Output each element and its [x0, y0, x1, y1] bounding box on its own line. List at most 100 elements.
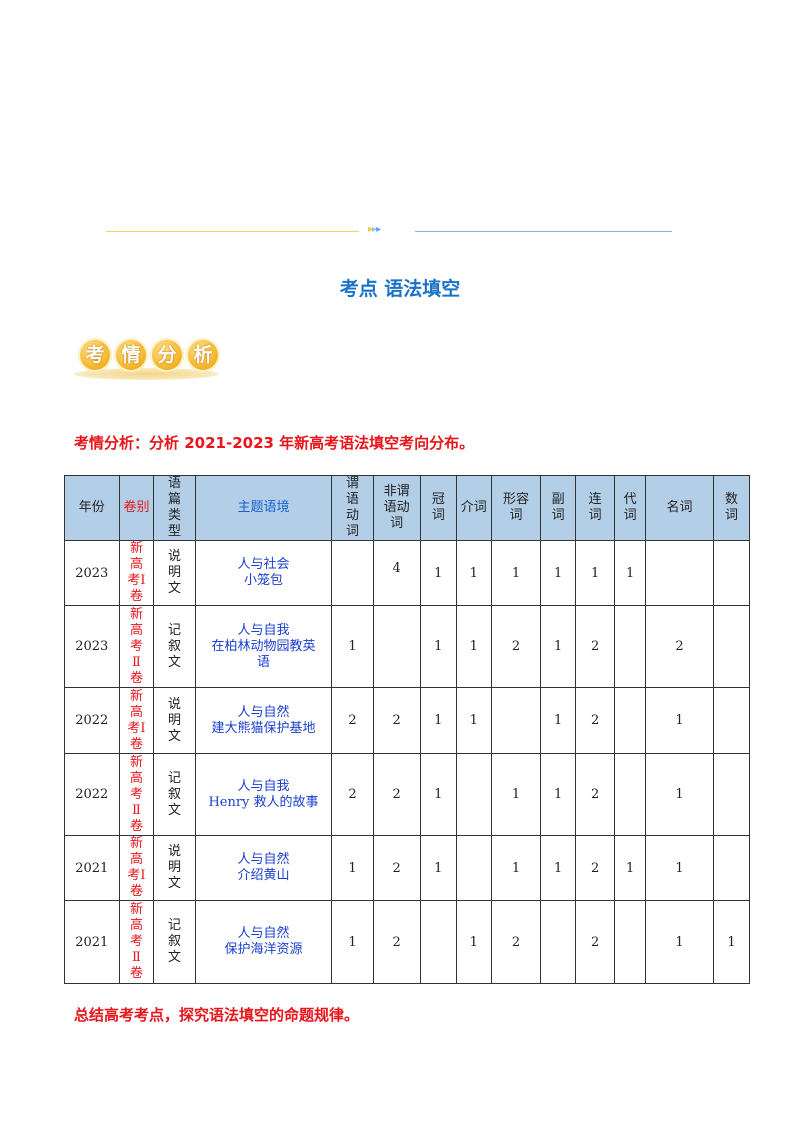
cell-year: 2021: [64, 900, 120, 984]
table-row: 2023 新 高 考 Ⅱ 卷 记 叙 文 人与自我 在柏林动物园教英 语 1 1…: [64, 605, 751, 688]
cell-predicate: 1: [331, 900, 374, 984]
cell-pronoun: [614, 753, 647, 836]
cell-pronoun: 1: [614, 540, 647, 606]
cell-numeral: [712, 753, 751, 836]
cell-article: 1: [419, 540, 457, 606]
header-conjunction: 连 词: [575, 475, 616, 541]
badge-char: 析: [186, 338, 220, 372]
cell-preposition: 1: [455, 540, 492, 606]
badge-char: 分: [150, 338, 184, 372]
cell-nonfinite: 2: [372, 687, 421, 754]
cell-conjunction: 2: [575, 900, 616, 984]
header-topic: 主题语境: [194, 475, 333, 541]
cell-preposition: [455, 753, 492, 836]
cell-pronoun: 1: [614, 835, 647, 901]
cell-adverb: 1: [540, 835, 577, 901]
cell-predicate: [331, 540, 374, 606]
cell-adverb: 1: [540, 540, 577, 606]
cell-adverb: [540, 900, 577, 984]
cell-numeral: [712, 687, 751, 754]
cell-conjunction: 2: [575, 753, 616, 836]
cell-predicate: 1: [331, 605, 374, 688]
title-divider: ▸▸▸: [106, 224, 672, 235]
divider-arrows-icon: ▸▸▸: [368, 224, 381, 235]
header-adverb: 副 词: [540, 475, 577, 541]
cell-adjective: [490, 687, 542, 754]
analysis-badge: 考 情 分 析: [74, 334, 224, 384]
cell-adjective: 2: [490, 605, 542, 688]
header-predicate: 谓 语 动 词: [331, 475, 374, 541]
cell-numeral: [712, 835, 751, 901]
table-row: 2021 新 高 考Ⅰ 卷 说 明 文 人与自然 介绍黄山 1 2 1 1 1 …: [64, 835, 751, 901]
cell-preposition: 1: [455, 900, 492, 984]
arrow-icon: ▸: [376, 224, 381, 235]
divider-line-right: [415, 231, 672, 232]
header-pronoun: 代 词: [614, 475, 647, 541]
cell-genre: 说 明 文: [153, 835, 196, 901]
header-year: 年份: [64, 475, 120, 541]
cell-adverb: 1: [540, 753, 577, 836]
cell-volume: 新 高 考Ⅰ 卷: [118, 687, 155, 754]
cell-conjunction: 2: [575, 835, 616, 901]
cell-conjunction: 2: [575, 687, 616, 754]
cell-volume: 新 高 考 Ⅱ 卷: [118, 605, 155, 688]
cell-year: 2023: [64, 605, 120, 688]
page-title: 考点 语法填空: [339, 278, 461, 300]
cell-article: 1: [419, 687, 457, 754]
cell-nonfinite: 2: [372, 753, 421, 836]
badge-char: 考: [78, 338, 112, 372]
cell-year: 2021: [64, 835, 120, 901]
cell-article: 1: [419, 753, 457, 836]
header-numeral: 数 词: [712, 475, 751, 541]
cell-adjective: 2: [490, 900, 542, 984]
cell-conjunction: 2: [575, 605, 616, 688]
cell-topic: 人与自然 保护海洋资源: [194, 900, 333, 984]
cell-nonfinite: 2: [372, 835, 421, 901]
cell-year: 2022: [64, 753, 120, 836]
badge-swoosh: [74, 368, 219, 380]
cell-adjective: 1: [490, 540, 542, 606]
cell-nonfinite: [372, 605, 421, 688]
arrow-icon: ▸: [368, 224, 373, 235]
cell-genre: 记 叙 文: [153, 605, 196, 688]
cell-nonfinite: 4: [372, 540, 421, 606]
table-row: 2022 新 高 考 Ⅱ 卷 记 叙 文 人与自我 Henry 救人的故事 2 …: [64, 753, 751, 836]
cell-numeral: [712, 605, 751, 688]
cell-genre: 说 明 文: [153, 687, 196, 754]
cell-noun: 2: [645, 605, 714, 688]
header-adjective: 形容 词: [490, 475, 542, 541]
cell-genre: 记 叙 文: [153, 753, 196, 836]
cell-nonfinite: 2: [372, 900, 421, 984]
cell-topic: 人与自然 介绍黄山: [194, 835, 333, 901]
cell-numeral: 1: [712, 900, 751, 984]
badge-char: 情: [114, 338, 148, 372]
cell-genre: 说 明 文: [153, 540, 196, 606]
header-volume: 卷别: [118, 475, 155, 541]
cell-article: 1: [419, 605, 457, 688]
header-noun: 名词: [645, 475, 714, 541]
cell-pronoun: [614, 687, 647, 754]
cell-topic: 人与自我 在柏林动物园教英 语: [194, 605, 333, 688]
table-row: 2023 新 高 考Ⅰ 卷 说 明 文 人与社会 小笼包 4 1 1 1 1 1…: [64, 540, 751, 606]
cell-article: [419, 900, 457, 984]
header-preposition: 介词: [455, 475, 492, 541]
cell-volume: 新 高 考 Ⅱ 卷: [118, 900, 155, 984]
cell-pronoun: [614, 900, 647, 984]
cell-predicate: 2: [331, 687, 374, 754]
cell-pronoun: [614, 605, 647, 688]
exam-stats-table: 年份 卷别 语 篇 类 型 主题语境 谓 语 动 词 非谓 语动 词 冠 词 介…: [64, 475, 751, 984]
cell-year: 2022: [64, 687, 120, 754]
cell-adverb: 1: [540, 687, 577, 754]
table-row: 2021 新 高 考 Ⅱ 卷 记 叙 文 人与自然 保护海洋资源 1 2 1 2…: [64, 900, 751, 984]
cell-volume: 新 高 考Ⅰ 卷: [118, 540, 155, 606]
cell-conjunction: 1: [575, 540, 616, 606]
cell-noun: [645, 540, 714, 606]
table-header-row: 年份 卷别 语 篇 类 型 主题语境 谓 语 动 词 非谓 语动 词 冠 词 介…: [64, 475, 751, 541]
cell-noun: 1: [645, 753, 714, 836]
cell-volume: 新 高 考 Ⅱ 卷: [118, 753, 155, 836]
cell-preposition: [455, 835, 492, 901]
cell-topic: 人与社会 小笼包: [194, 540, 333, 606]
header-article: 冠 词: [419, 475, 457, 541]
cell-adjective: 1: [490, 835, 542, 901]
cell-numeral: [712, 540, 751, 606]
